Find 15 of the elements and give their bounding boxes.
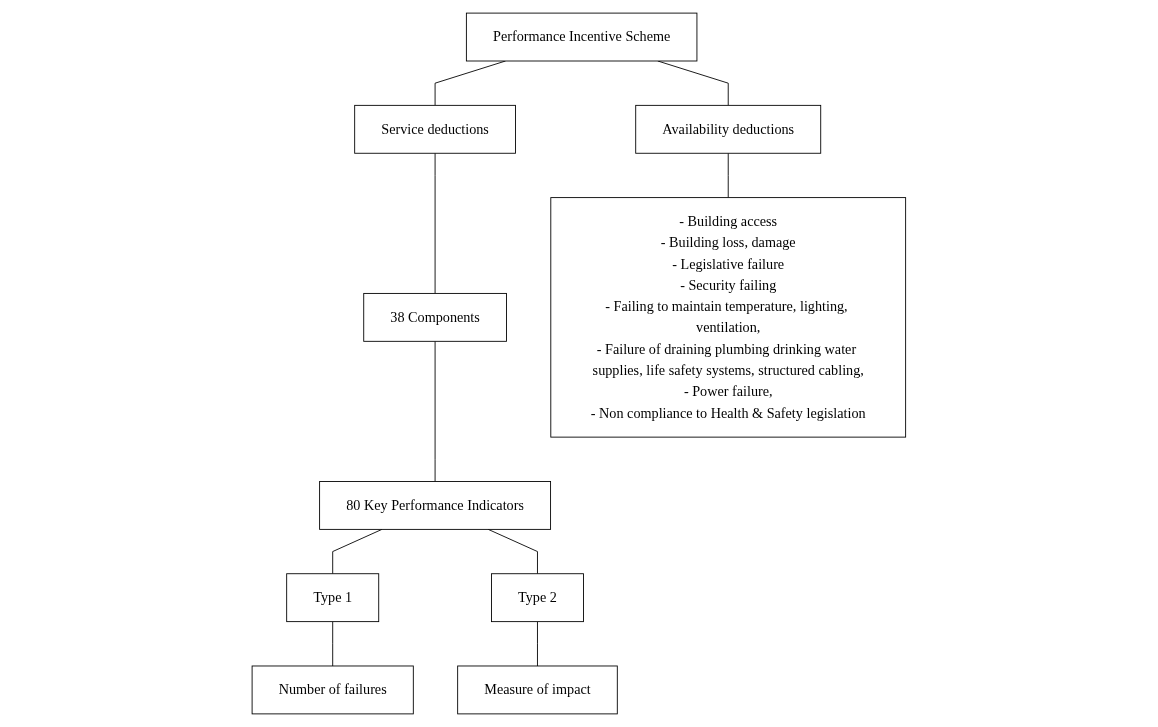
- node-box: Measure of impact: [457, 665, 618, 715]
- node-box: Availability deductions: [635, 104, 822, 154]
- node-box: Performance Incentive Scheme: [466, 12, 698, 62]
- node-box: Number of failures: [251, 665, 414, 715]
- connector: [434, 152, 436, 294]
- connector: [434, 340, 436, 482]
- connector: [537, 621, 539, 667]
- node-box: Type 1: [286, 573, 380, 623]
- node-box: 80 Key Performance Indicators: [319, 481, 552, 530]
- connector: [332, 621, 334, 667]
- connector: [727, 152, 729, 199]
- node-box: Type 2: [491, 573, 585, 623]
- node-box: Service deductions: [354, 104, 517, 154]
- node-box: - Building access - Building loss, damage - Legislative failure - Security failing - Failing to maintain temperature, lighting, ventilation, - Failure of draining plumbing drinking water supplies, life safety systems, structured cabling, - Power failure, - Non compliance to Health & Safety legislation: [550, 197, 907, 438]
- node-box: 38 Components: [363, 292, 508, 342]
